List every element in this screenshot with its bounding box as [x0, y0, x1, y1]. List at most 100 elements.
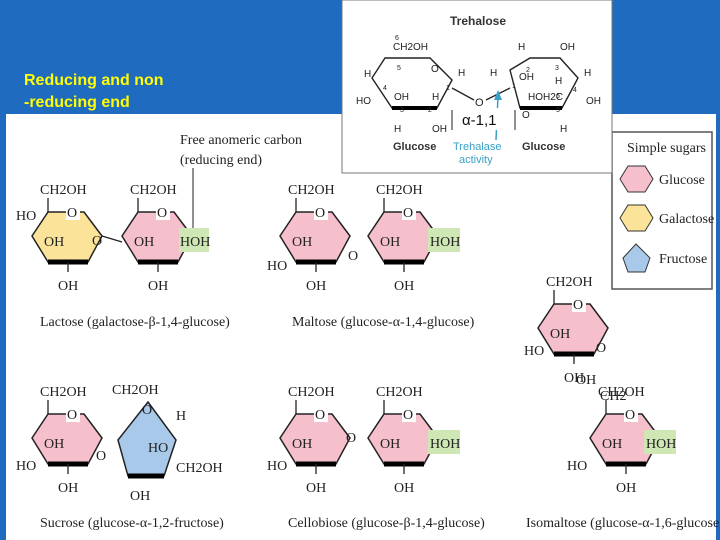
lactose-glucose-ring-ch2oh: CH2OH	[130, 183, 177, 198]
lactose-glucose-ring-inner-oh: OH	[134, 235, 154, 250]
isomaltose-reducing-hoh: HOH	[646, 437, 676, 452]
isomaltose-ho: HO	[524, 344, 544, 359]
legend-swatch-galactose	[619, 204, 654, 232]
sucrose-glucose-ring-inner-oh: OH	[44, 437, 64, 452]
trehalose-inset: Trehalose O CH2OH 6 5 O H HO 4 OH 3 H 2 …	[341, 0, 613, 174]
sucrose-fructose-shape	[117, 400, 177, 477]
lactose-glucose-ring-bottom-oh: OH	[148, 279, 168, 294]
cellobiose-ring-2-ring-o: O	[403, 408, 413, 423]
cellobiose-ring-2-inner-oh: OH	[380, 437, 400, 452]
cellobiose-caption: Cellobiose (glucose-β-1,4-glucose)	[288, 516, 485, 531]
isomaltose-reducing-end-highlight	[644, 430, 676, 454]
svg-text:OH: OH	[519, 72, 534, 83]
svg-text:2: 2	[526, 67, 530, 74]
cellobiose-reducing-end-highlight	[428, 430, 460, 454]
maltose-caption: Maltose (glucose-α-1,4-glucose)	[292, 315, 475, 330]
isomaltose-caption: Isomaltose (glucose-α-1,6-glucose)	[526, 516, 720, 531]
lactose-glucose-ring-ring-o: O	[157, 206, 167, 221]
svg-text:O: O	[522, 110, 530, 121]
svg-text:OH: OH	[432, 124, 447, 135]
svg-text:3: 3	[400, 107, 404, 114]
lactose-galactose-ring-bottom-oh: OH	[58, 279, 78, 294]
sucrose-fructose-ring-o: O	[142, 403, 152, 418]
cellobiose-ring-1-inner-oh: OH	[292, 437, 312, 452]
sucrose-fructose-ch2oh-2: CH2OH	[176, 461, 223, 476]
maltose-ring-2-ch2oh: CH2OH	[376, 183, 423, 198]
annotation-line2: (reducing end)	[180, 153, 262, 168]
lactose-galactose-ring-ring-o: O	[67, 206, 77, 221]
svg-text:H: H	[584, 68, 591, 79]
isomaltose-linkage-o: O	[596, 341, 606, 356]
cellobiose-ho: HO	[267, 459, 287, 474]
sucrose-fructose-oh: OH	[130, 489, 150, 504]
lactose-glucose-ring: O CH2OH OH OH	[121, 183, 193, 294]
svg-text:OH: OH	[586, 96, 601, 107]
isomaltose-ring1-oh: OH	[576, 373, 596, 388]
lactose-caption: Lactose (galactose-β-1,4-glucose)	[40, 315, 230, 330]
slide-title-line2: -reducing end	[24, 94, 130, 111]
svg-text:O: O	[431, 64, 439, 75]
isomaltose-ring-1-inner-oh: OH	[550, 327, 570, 342]
svg-text:OH: OH	[394, 92, 409, 103]
svg-text:1: 1	[512, 83, 516, 90]
sucrose-fructose-h: H	[176, 409, 186, 424]
legend-label-galactose: Galactose	[659, 212, 714, 227]
svg-text:H: H	[432, 92, 439, 103]
svg-text:H: H	[555, 76, 562, 87]
svg-text:6: 6	[395, 35, 399, 42]
lactose-reducing-end-highlight	[179, 228, 209, 252]
svg-text:1: 1	[446, 85, 450, 92]
lactose-galactose-ring-ch2oh: CH2OH	[40, 183, 87, 198]
isomaltose-ring-1-bottom-oh: OH	[564, 371, 584, 386]
isomaltose-ring-2-ch2oh: CH2OH	[598, 385, 645, 400]
cellobiose-ring-2-bottom-oh: OH	[394, 481, 414, 496]
sucrose-glucose-ring-bottom-oh: OH	[58, 481, 78, 496]
svg-text:4: 4	[573, 87, 577, 94]
svg-text:4: 4	[383, 85, 387, 92]
maltose-ring-2-bottom-oh: OH	[394, 279, 414, 294]
svg-text:HO: HO	[356, 96, 371, 107]
legend-label-glucose: Glucose	[659, 173, 705, 188]
maltose-ring-1-bottom-oh: OH	[306, 279, 326, 294]
maltose-reducing-hoh: HOH	[430, 235, 460, 250]
legend-swatch-fructose	[622, 243, 651, 273]
svg-text:3: 3	[555, 65, 559, 72]
cellobiose-ring-2: O CH2OH OH OH	[367, 385, 439, 496]
trehalase-label-line1: Trehalase	[453, 141, 502, 153]
simple-sugars-legend: Simple sugars Glucose Galactose Fructose	[611, 131, 714, 290]
sucrose-glucose-ring-ring-o: O	[67, 408, 77, 423]
sucrose-fructose-ho: HO	[148, 441, 168, 456]
lactose-galactose-ring-inner-oh: OH	[44, 235, 64, 250]
lactose-ho: HO	[16, 209, 36, 224]
slide-title: Reducing and non -reducing end	[24, 70, 164, 114]
svg-text:H: H	[518, 42, 525, 53]
maltose-ring-2-inner-oh: OH	[380, 235, 400, 250]
legend-label-fructose: Fructose	[659, 252, 707, 267]
cellobiose-ring-1-ring-o: O	[315, 408, 325, 423]
isomaltose-ho-2: HO	[567, 459, 587, 474]
isomaltose-ring-2-inner-oh: OH	[602, 437, 622, 452]
trehalose-right-label: Glucose	[522, 141, 565, 153]
slide-title-line1: Reducing and non	[24, 72, 164, 89]
cellobiose-ring-2-ch2oh: CH2OH	[376, 385, 423, 400]
cellobiose-linkage-o: O	[346, 431, 356, 446]
svg-text:OH: OH	[560, 42, 575, 53]
svg-text:6: 6	[556, 93, 560, 100]
sucrose-linkage-o: O	[96, 449, 106, 464]
svg-text:H: H	[560, 124, 567, 135]
svg-text:H: H	[364, 69, 371, 80]
free-anomeric-annotation: Free anomeric carbon (reducing end)	[180, 133, 302, 228]
legend-title: Simple sugars	[627, 141, 706, 156]
isomaltose-ring-2-ring-o: O	[625, 408, 635, 423]
cellobiose-ring-1-bottom-oh: OH	[306, 481, 326, 496]
lactose-reducing-hoh: HOH	[180, 235, 210, 250]
svg-text:2: 2	[428, 107, 432, 114]
maltose-reducing-end-highlight	[428, 228, 460, 252]
trehalose-bridge-o: O	[475, 97, 484, 109]
